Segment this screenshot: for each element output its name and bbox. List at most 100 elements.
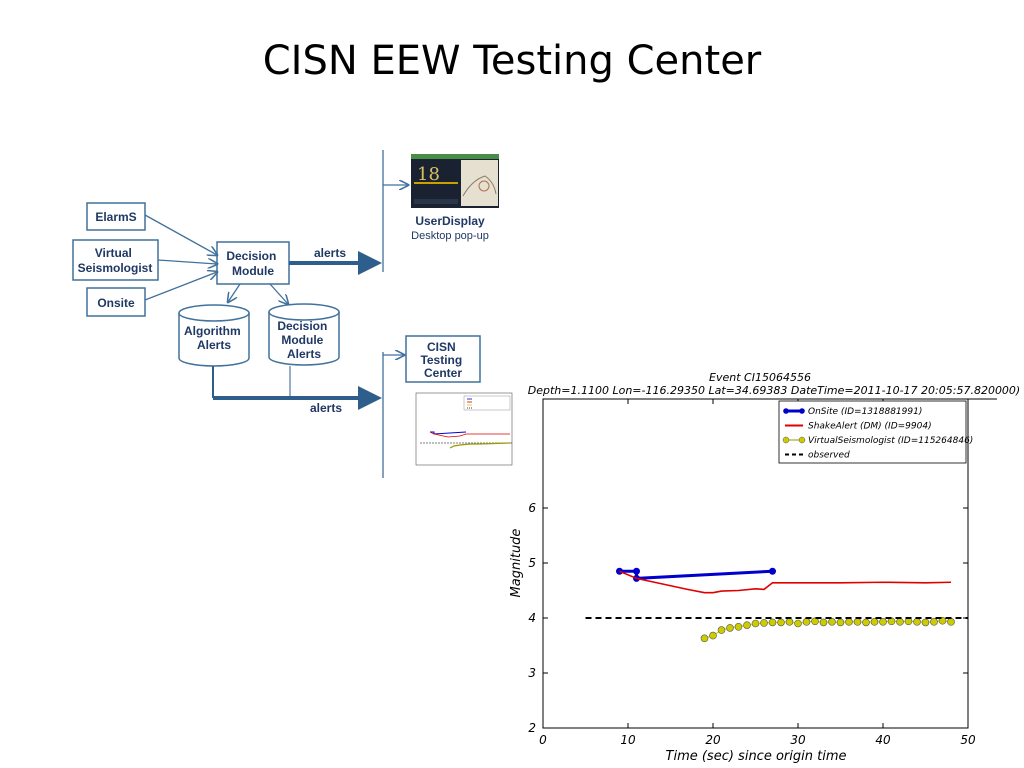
arrow-onsite-dm [144,272,217,301]
virtual-seismologist-label: Virtual Seismologist [78,246,153,275]
userdisplay-subtitle: Desktop pop-up [411,230,489,242]
userdisplay-title: UserDisplay [415,214,485,228]
alerts-label-top: alerts [314,246,346,260]
vs-point [853,618,862,626]
testing-center-label: CISN Testing Center [420,340,465,380]
legend-box [778,400,967,464]
userdisplay-thumbnail: 18 [411,154,499,208]
dma-line3: Alerts [287,347,321,361]
tc-line3: Center [424,366,462,380]
onsite-point [616,567,623,575]
vs-point [938,616,947,625]
chart-title: Event CI15064556 [709,371,811,384]
x-tick-label: 10 [620,733,636,747]
vs-line2: Seismologist [78,261,153,275]
vs-point [700,634,709,643]
vs-point [828,618,836,626]
x-tick-label: 30 [790,733,806,747]
series-onsite-line [619,569,773,580]
y-tick-label: 4 [528,611,536,625]
legend-marker-onsite [799,408,805,414]
vs-point [777,618,785,627]
x-tick-label: 0 [539,733,547,747]
vs-point [862,618,870,627]
virtual-seismologist-box [72,239,159,281]
algorithm-alerts-database [178,304,250,367]
y-axis-label: Magnitude [509,529,524,598]
arrow-vs-dm [157,260,217,264]
legend-label: OnSite (ID=1318881991) [808,407,922,417]
aa-line2: Alerts [197,338,231,352]
legend-label: ShakeAlert (DM) (ID=9904) [808,422,932,432]
vs-point [751,619,760,628]
onsite-point [633,567,640,575]
y-tick-label: 5 [528,556,536,570]
vs-point [794,619,802,628]
vs-point [896,618,904,626]
tc-line1: CISN [427,340,456,354]
y-tick-label: 3 [528,666,536,680]
series-shakealert-line [619,570,952,594]
legend-marker-onsite [783,408,789,414]
dm-alerts-label: Decision Module Alerts [277,319,330,361]
legend-marker-vs [798,436,806,444]
vs-point [913,618,921,626]
vs-point [870,618,879,626]
vs-point [811,617,819,626]
dma-line2: Module [281,333,323,347]
x-tick-label: 20 [705,733,721,747]
onsite-line1: Onsite [97,296,135,310]
vs-point [734,622,743,631]
decision-module-label: Decision Module [226,249,279,278]
alerts-label-bottom: alerts [310,401,342,415]
dm-line2: Module [232,264,274,278]
vs-point [887,617,896,626]
slide-title: CISN EEW Testing Center [262,38,762,84]
x-tick-label: 40 [875,733,891,747]
mini-chart-thumbnail [408,384,516,476]
vs-point [819,618,828,627]
vs-point [802,618,811,626]
y-tick-label: 6 [528,501,536,515]
vs-point [836,618,845,627]
flow-diagram: ElarmS Virtual Seismologist Onsite Decis… [72,150,516,478]
aa-line1: Algorithm [184,324,241,338]
testing-center-box [405,335,481,383]
x-axis-label: Time (sec) since origin time [666,749,847,764]
vs-point [921,618,930,627]
y-tick-label: 2 [528,721,536,735]
onsite-label: Onsite [97,296,135,310]
elarms-label: ElarmS [95,210,136,224]
legend-marker-vs [782,436,790,444]
vs-line1: Virtual [95,246,132,260]
onsite-box [86,287,146,317]
dma-line1: Decision [277,319,327,333]
tc-line2: Testing [420,353,462,367]
vs-point [879,618,887,626]
vs-point [726,624,734,632]
algorithm-alerts-label: Algorithm Alerts [184,324,244,352]
elarms-line1: ElarmS [95,210,136,224]
userdisplay-thumb-number: 18 [417,164,440,185]
decision-module-alerts-database [268,303,340,366]
chart-subtitle: Depth=1.1100 Lon=-116.29350 Lat=34.69383… [528,384,1020,397]
vs-point [743,621,751,629]
legend-label: observed [808,451,850,461]
vs-point [709,631,717,640]
vs-point [930,618,938,626]
onsite-point [769,567,776,575]
plot-frame [542,398,969,729]
legend-entries: OnSite (ID=1318881991) ShakeAlert (DM) (I… [782,407,973,461]
vs-point [947,618,955,626]
vs-point [768,618,777,627]
series-vs-line [704,620,952,639]
arrow-dm-dm-alerts [269,283,288,304]
vs-point [904,617,913,626]
arrow-dm-algorithm-alerts [228,283,241,302]
legend: OnSite (ID=1318881991) ShakeAlert (DM) (I… [778,400,973,464]
legend-label: VirtualSeismologist (ID=115264846) [808,436,973,446]
arrow-elarms-dm [144,214,217,255]
vs-point [845,618,853,626]
dm-line1: Decision [226,249,276,263]
